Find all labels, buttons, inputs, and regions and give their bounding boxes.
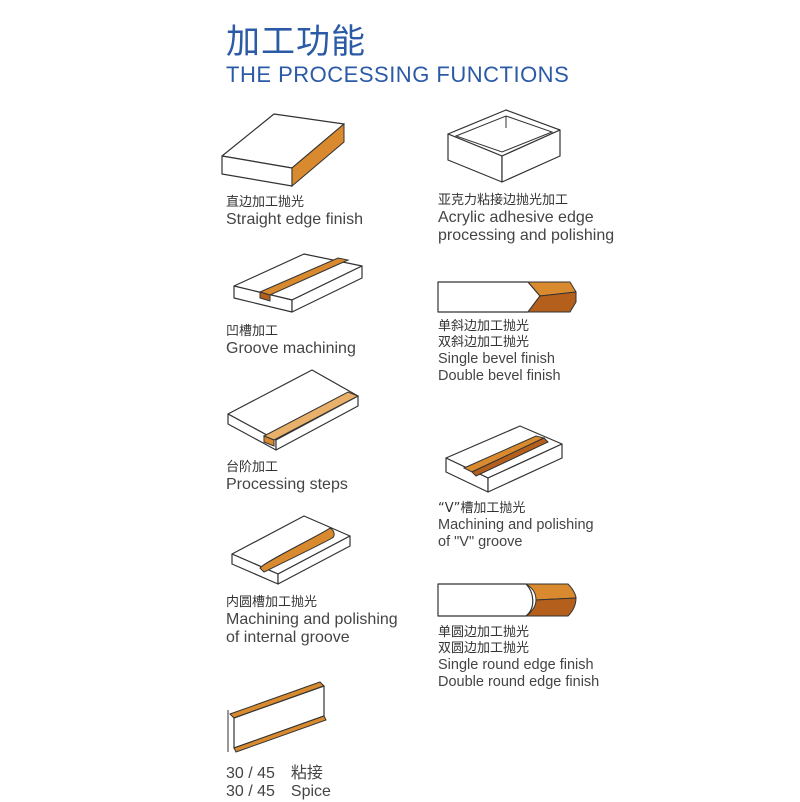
page-title-cn: 加工功能: [226, 22, 366, 62]
groove-caption: 凹槽加工 Groove machining: [226, 325, 356, 359]
single-round-cn: 单圆边加工抛光: [438, 625, 530, 640]
splice-caption: 30 / 45 粘接 30 / 45 Spice: [226, 766, 331, 802]
page-title-en: THE PROCESSING FUNCTIONS: [226, 62, 570, 87]
steps-en: Processing steps: [226, 476, 348, 493]
double-bevel-cn: 双斜边加工抛光: [438, 335, 530, 350]
straight-edge-cn: 直边加工抛光: [226, 195, 305, 210]
steps-caption: 台阶加工 Processing steps: [226, 461, 348, 495]
double-round-en: Double round edge finish: [438, 673, 600, 690]
splice-cn: 30 / 45 粘接: [226, 765, 323, 782]
bevel-illustration: [437, 281, 577, 313]
splice-illustration: [227, 681, 327, 753]
bevel-caption: 单斜边加工抛光 双斜边加工抛光 Single bevel finish Doub…: [438, 320, 561, 385]
internal-groove-en-1: Machining and polishing: [226, 611, 398, 628]
internal-groove-illustration: [231, 515, 351, 585]
v-groove-en-2: of "V" groove: [438, 533, 523, 550]
v-groove-caption: “V”槽加工抛光 Machining and polishing of "V" …: [438, 502, 594, 551]
straight-edge-illustration: [221, 113, 345, 188]
groove-en: Groove machining: [226, 340, 356, 357]
acrylic-en-2: processing and polishing: [438, 227, 615, 244]
v-groove-illustration: [445, 425, 563, 493]
internal-groove-en-2: of internal groove: [226, 629, 350, 646]
acrylic-en-1: Acrylic adhesive edge: [438, 209, 594, 226]
straight-edge-en: Straight edge finish: [226, 211, 363, 228]
double-round-cn: 双圆边加工抛光: [438, 641, 530, 656]
acrylic-cn: 亚克力粘接边抛光加工: [438, 193, 569, 208]
internal-groove-cn: 内圆槽加工抛光: [226, 595, 318, 610]
groove-illustration: [233, 253, 363, 313]
acrylic-box-illustration: [447, 109, 561, 183]
single-round-en: Single round edge finish: [438, 657, 594, 673]
groove-cn: 凹槽加工: [226, 324, 279, 339]
single-bevel-cn: 单斜边加工抛光: [438, 319, 530, 334]
v-groove-en-1: Machining and polishing: [438, 517, 594, 533]
round-edge-caption: 单圆边加工抛光 双圆边加工抛光 Single round edge finish…: [438, 626, 599, 691]
single-bevel-en: Single bevel finish: [438, 351, 555, 367]
internal-groove-caption: 内圆槽加工抛光 Machining and polishing of inter…: [226, 596, 398, 648]
straight-edge-caption: 直边加工抛光 Straight edge finish: [226, 196, 363, 230]
steps-illustration: [227, 369, 360, 451]
acrylic-caption: 亚克力粘接边抛光加工 Acrylic adhesive edge process…: [438, 194, 614, 246]
steps-cn: 台阶加工: [226, 460, 279, 475]
double-bevel-en: Double bevel finish: [438, 367, 561, 384]
v-groove-cn: “V”槽加工抛光: [438, 501, 526, 516]
splice-en: 30 / 45 Spice: [226, 783, 331, 800]
round-edge-illustration: [437, 583, 577, 617]
